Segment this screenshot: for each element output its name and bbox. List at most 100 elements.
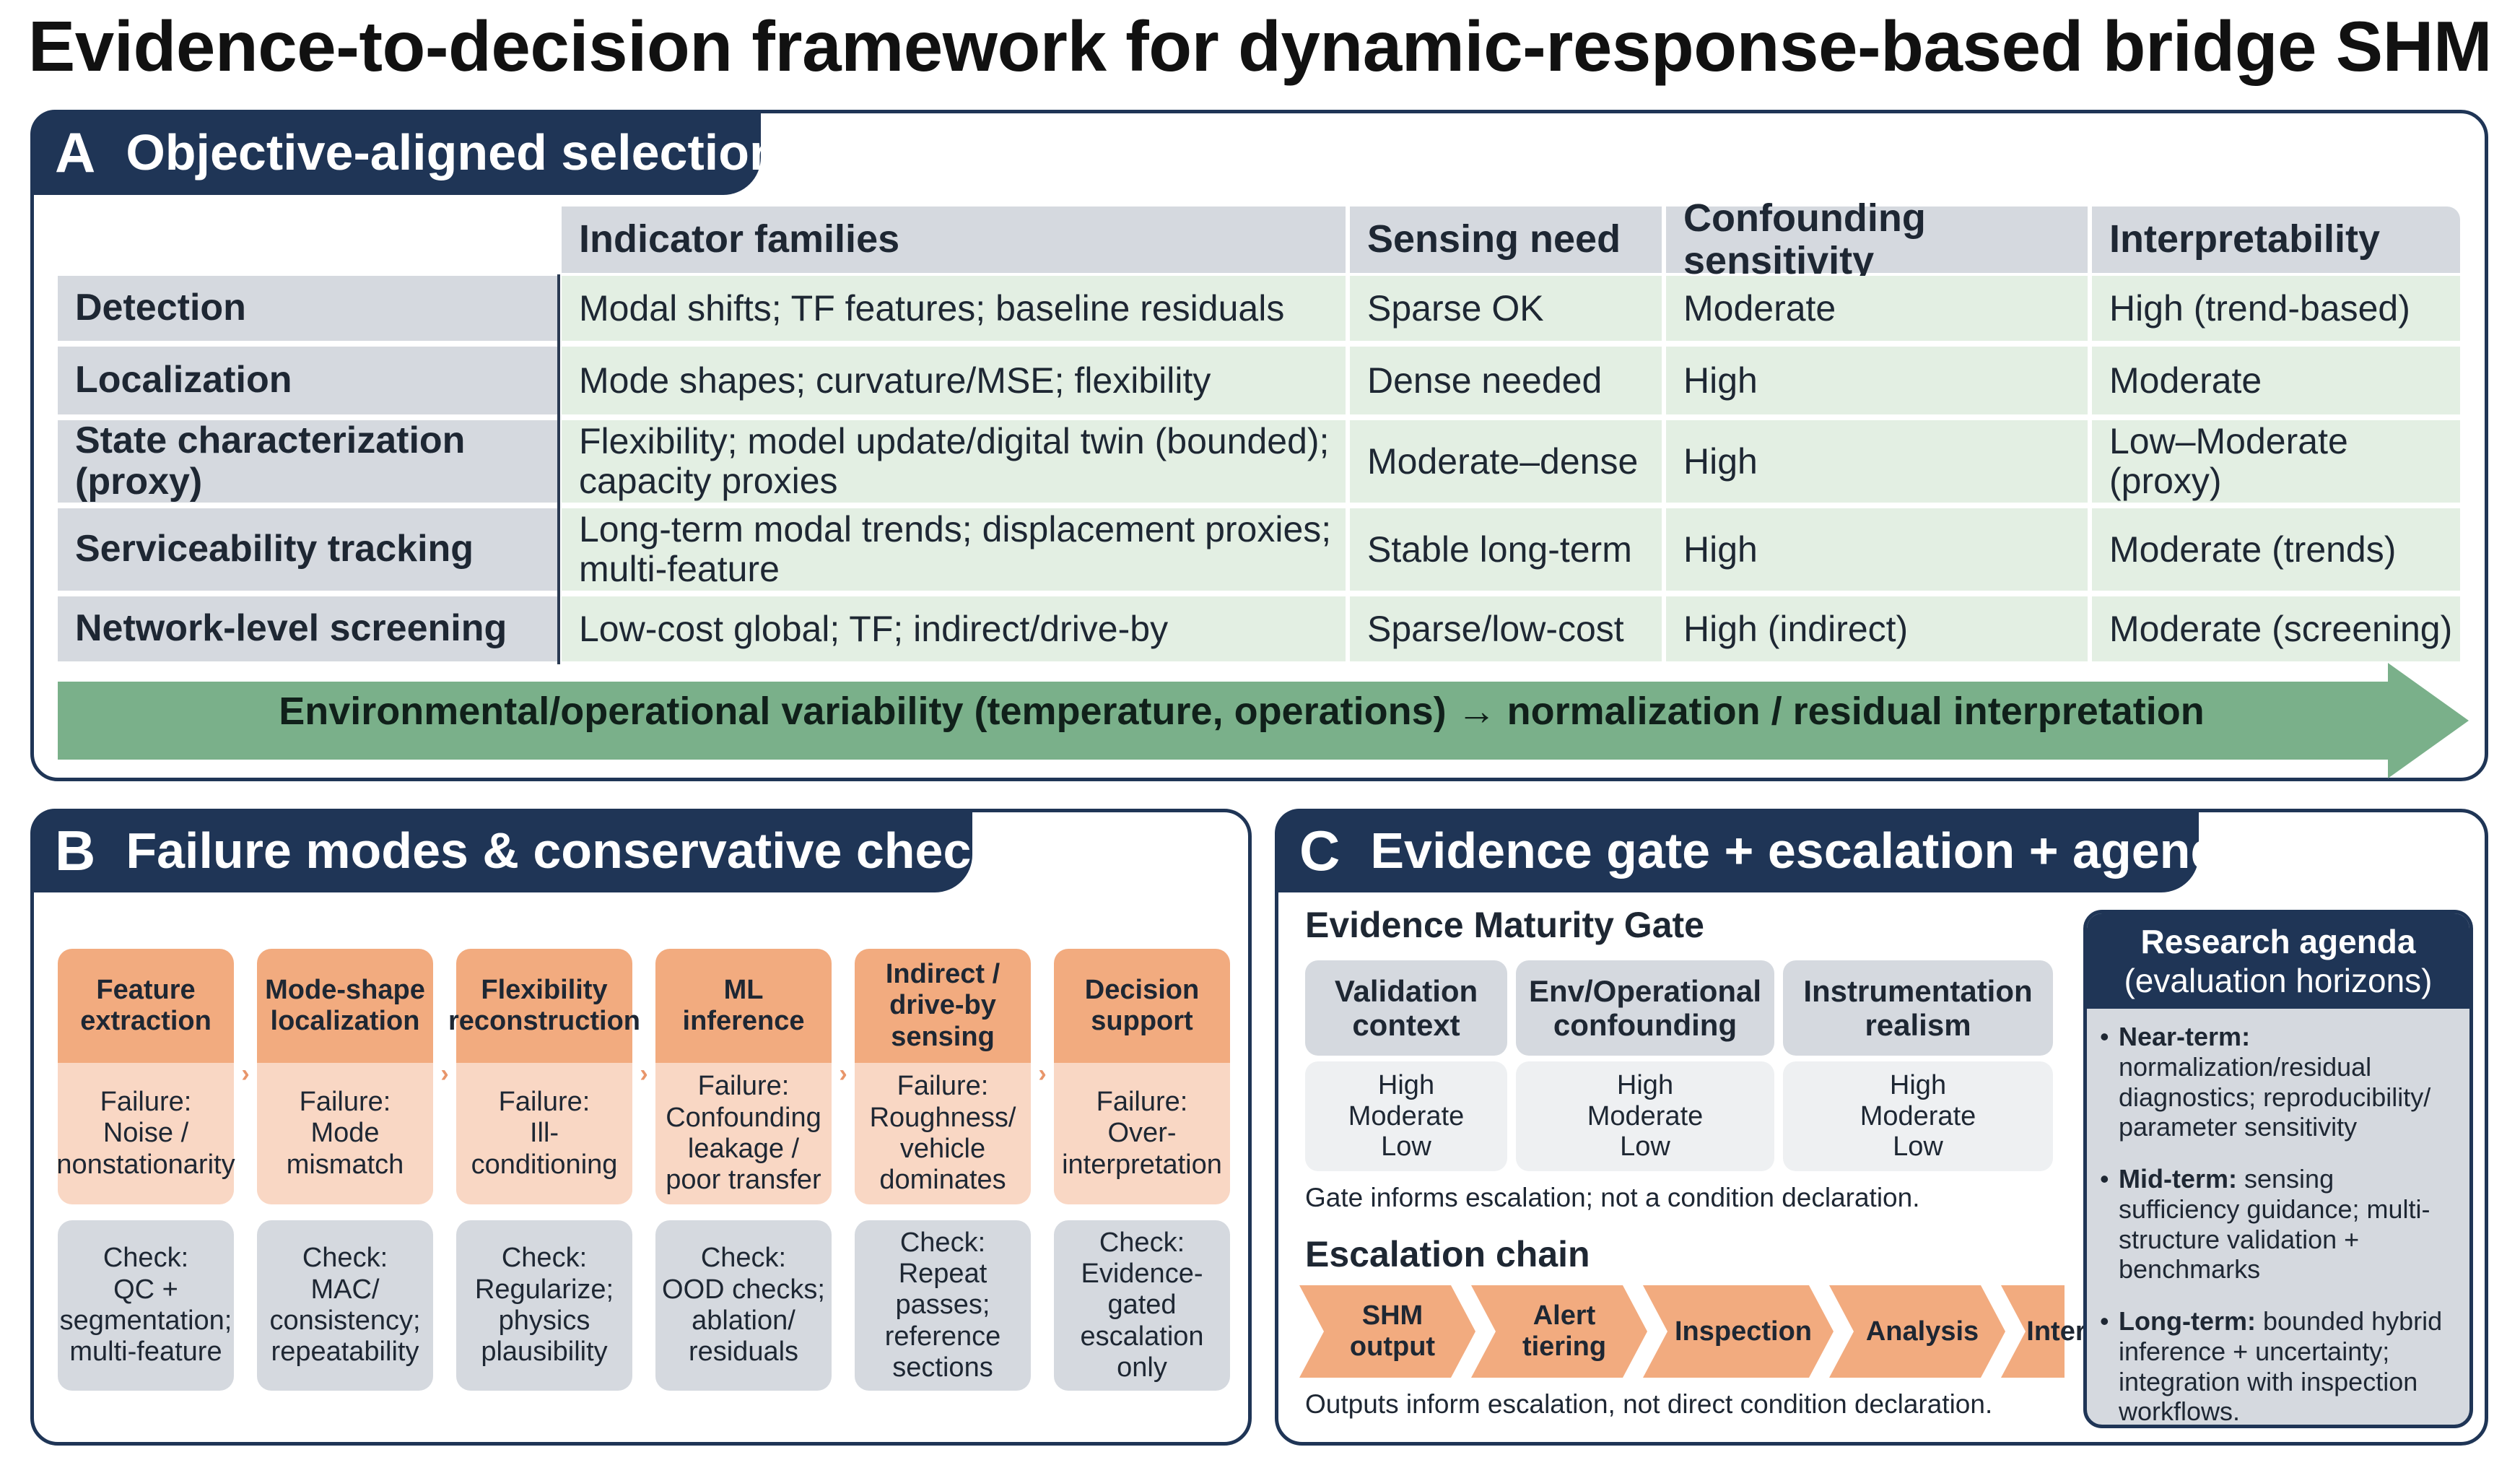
page-title: Evidence-to-decision framework for dynam… (27, 6, 2493, 86)
variability-arrow-shape (58, 663, 2469, 778)
stage-header: ML inference (655, 949, 832, 1063)
agenda-text: normalization/residual diagnostics; repr… (2119, 1051, 2431, 1142)
gate-level: Moderate (1587, 1100, 1704, 1131)
agenda-term: Mid-term: (2119, 1164, 2237, 1194)
column-header: Sensing need (1350, 207, 1662, 273)
agenda-term: Long-term: (2119, 1306, 2256, 1336)
table-cell: Stable long-term (1350, 508, 1662, 591)
chain-step-shape (1471, 1285, 1647, 1378)
table-cell: High (indirect) (1666, 596, 2088, 661)
table-cell: Moderate–dense (1350, 420, 1662, 503)
table-cell: Moderate (2092, 347, 2460, 414)
stage-arrow-icon: › (440, 1060, 449, 1087)
stage-failure: Failure: Ill- conditioning (456, 1063, 632, 1204)
table-cell: Sparse OK (1350, 276, 1662, 341)
table-cell: Mode shapes; curvature/MSE; flexibility (562, 347, 1346, 414)
gate-level: Low (1620, 1131, 1670, 1163)
agenda-subtitle: (evaluation horizons) (2124, 962, 2433, 999)
stage-failure: Failure: Roughness/ vehicle dominates (855, 1063, 1031, 1204)
agenda-item: • Long-term: bounded hybrid inference + u… (2100, 1306, 2461, 1427)
table-cell: Long-term modal trends; displacement pro… (562, 508, 1346, 591)
stage-header: Decision support (1054, 949, 1230, 1063)
stage-arrow-icon: › (1038, 1060, 1047, 1087)
stage-header: Flexibility reconstruction (448, 949, 640, 1063)
gate-level: Low (1381, 1131, 1431, 1163)
gate-title: Evidence Maturity Gate (1305, 905, 1704, 945)
agenda-term: Near-term: (2119, 1022, 2251, 1051)
table-cell: Dense needed (1350, 347, 1662, 414)
panel-c-title: Evidence gate + escalation + agenda (1370, 822, 2250, 879)
stage-failure: Failure: Noise / nonstationarity (56, 1063, 235, 1204)
table-row-label: Localization (58, 347, 557, 414)
table-cell: Low-cost global; TF; indirect/drive-by (562, 596, 1346, 661)
gate-level: High (1616, 1070, 1674, 1101)
variability-banner: Environmental/operational variability (t… (279, 690, 2205, 733)
table-cell: High (1666, 420, 2088, 503)
agenda-header: Research agenda (evaluation horizons) (2087, 913, 2469, 1009)
agenda-list: • Near-term: normalization/residual diagn… (2100, 1022, 2461, 1427)
table-row-label: Network-level screening (58, 596, 557, 661)
stage-check: Check: Repeat passes; reference sections (855, 1220, 1031, 1391)
stage-arrow-icon: › (640, 1060, 648, 1087)
chain-step-label: Analysis (1865, 1316, 1979, 1347)
chain-step-label: Alert tiering (1522, 1300, 1607, 1362)
stage-arrow-icon: › (839, 1060, 847, 1087)
stage-check: Check: QC + segmentation; multi-feature (58, 1220, 234, 1391)
escalation-chain-svg (1299, 1285, 2065, 1378)
panel-b-title: Failure modes & conservative checks (126, 822, 1028, 879)
gate-level: High (1889, 1070, 1947, 1101)
table-row-label: State characterization (proxy) (58, 420, 557, 503)
chain-step-label: SHM output (1349, 1300, 1436, 1362)
panel-c-tab: C Evidence gate + escalation + agenda (1275, 809, 2249, 892)
table-cell: High (1666, 508, 2088, 591)
table-cell: High (1666, 347, 2088, 414)
gate-level: High (1377, 1070, 1435, 1101)
stage-failure: Failure: Mode mismatch (257, 1063, 433, 1204)
chain-step-shape (1299, 1285, 1475, 1378)
panel-b-tab: B Failure modes & conservative checks (30, 809, 1027, 892)
agenda-title: Research agenda (2140, 923, 2416, 960)
stage-header: Indirect / drive-by sensing (855, 949, 1031, 1063)
chain-note: Outputs inform escalation, not direct co… (1305, 1389, 1993, 1419)
stage-check: Check: OOD checks; ablation/ residuals (655, 1220, 832, 1391)
table-cell: Moderate (trends) (2092, 508, 2460, 591)
agenda-item: •Mid-term: sensing sufficiency guidance;… (2100, 1164, 2461, 1285)
table-row-label: Serviceability tracking (58, 508, 557, 591)
table-cell: Low–Moderate (proxy) (2092, 420, 2460, 503)
stage-check: Check: MAC/ consistency; repeatability (257, 1220, 433, 1391)
gate-level: Low (1893, 1131, 1943, 1163)
table-cell: Flexibility; model update/digital twin (… (562, 420, 1346, 503)
bullet-icon: • (2100, 1164, 2109, 1194)
agenda-text: bounded hybrid inference + uncertainty; … (2119, 1306, 2443, 1427)
stage-header: Feature extraction (58, 949, 234, 1063)
agenda-item: •Near-term: normalization/residual diagn… (2100, 1022, 2461, 1142)
gate-column-header: Instrumentation realism (1783, 960, 2053, 1056)
stage-check: Check: Evidence- gated escalation only (1054, 1220, 1230, 1391)
stage-arrow-icon: › (241, 1060, 250, 1087)
column-header: Indicator families (562, 207, 1346, 273)
column-header: Confounding sensitivity (1666, 196, 2088, 282)
chain-step-shape (1829, 1285, 2005, 1378)
table-row-label: Detection (58, 276, 557, 341)
chain-title: Escalation chain (1305, 1234, 1590, 1274)
stage-check: Check: Regularize; physics plausibility (456, 1220, 632, 1391)
stage-failure: Failure: Confounding leakage / poor tran… (655, 1063, 832, 1204)
table-cell: High (trend-based) (2092, 276, 2460, 341)
table-cell: Modal shifts; TF features; baseline resi… (562, 276, 1346, 341)
panel-a-letter: A (55, 120, 96, 184)
panel-a-tab: A Objective-aligned selection (30, 110, 780, 195)
table-cell: Sparse/low-cost (1350, 596, 1662, 661)
panel-c-letter: C (1299, 818, 1340, 882)
bullet-icon: • (2100, 1306, 2109, 1336)
table-divider (557, 274, 560, 664)
gate-column-header: Validation context (1305, 960, 1507, 1056)
column-header: Interpretability (2092, 207, 2460, 273)
variability-arrow (58, 663, 2469, 778)
gate-column-header: Env/Operational confounding (1516, 960, 1774, 1056)
panel-a-title: Objective-aligned selection (126, 124, 780, 181)
research-agenda: Research agenda (evaluation horizons) • N… (2083, 910, 2473, 1428)
table-cell: Moderate (1666, 276, 2088, 341)
